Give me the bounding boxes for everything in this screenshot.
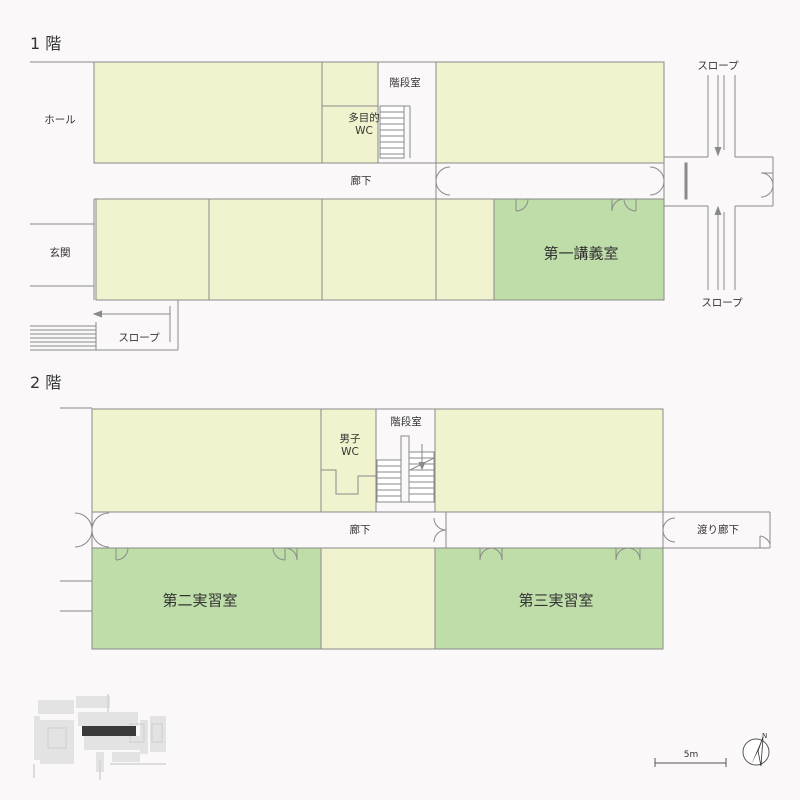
label-2f-corridor: 廊下 xyxy=(350,523,371,536)
north-label: N xyxy=(762,732,767,740)
floor2-title: 2 階 xyxy=(30,373,61,392)
room-2f-mid xyxy=(320,547,436,650)
stair-icon xyxy=(379,105,411,159)
slope-left-icon xyxy=(30,300,179,351)
label-lecture-room-1: 第一講義室 xyxy=(543,245,618,263)
scale-bar: 5m xyxy=(654,750,727,767)
label-lab-3: 第三実習室 xyxy=(518,592,593,610)
label-lab-2: 第二実習室 xyxy=(162,592,237,610)
room-1f-wc xyxy=(321,61,379,164)
room-1f-sw3 xyxy=(321,198,437,301)
room-1f-sw2 xyxy=(208,198,323,301)
label-entrance: 玄関 xyxy=(50,246,71,259)
floor1-title: 1 階 xyxy=(30,34,61,53)
label-bridge: 渡り廊下 xyxy=(697,523,739,536)
door-icon xyxy=(74,512,771,561)
room-2f-ne xyxy=(434,408,664,513)
room-1f-nw xyxy=(93,61,323,164)
room-lab-2 xyxy=(91,547,322,650)
slope-right-icon xyxy=(714,75,774,290)
label-1f-wc-line1: 多目的 xyxy=(348,111,380,124)
room-2f-wc xyxy=(320,408,377,513)
north-arrow-icon: N xyxy=(742,732,770,767)
room-1f-sw4 xyxy=(435,198,495,301)
room-1f-sw1 xyxy=(95,198,210,301)
room-1f-ne xyxy=(435,61,665,164)
label-slope-top: スロープ xyxy=(697,60,739,72)
room-lab-3 xyxy=(434,547,664,650)
label-slope-right: スロープ xyxy=(701,297,743,309)
label-hall: ホール xyxy=(44,114,76,126)
scale-bar-label: 5m xyxy=(684,750,699,760)
label-1f-stair: 階段室 xyxy=(389,76,421,89)
key-map xyxy=(33,694,166,780)
label-1f-wc-line2: WC xyxy=(355,125,373,137)
door-icon xyxy=(435,163,665,212)
label-2f-stair: 階段室 xyxy=(390,415,422,428)
stair-icon xyxy=(376,435,435,503)
label-slope-left: スロープ xyxy=(118,332,160,344)
label-2f-wc-line1: 男子 xyxy=(340,433,361,445)
room-2f-nw xyxy=(91,408,322,513)
room-lecture-1 xyxy=(493,198,665,301)
label-2f-wc-line2: WC xyxy=(341,446,359,458)
label-1f-corridor: 廊下 xyxy=(351,174,372,187)
